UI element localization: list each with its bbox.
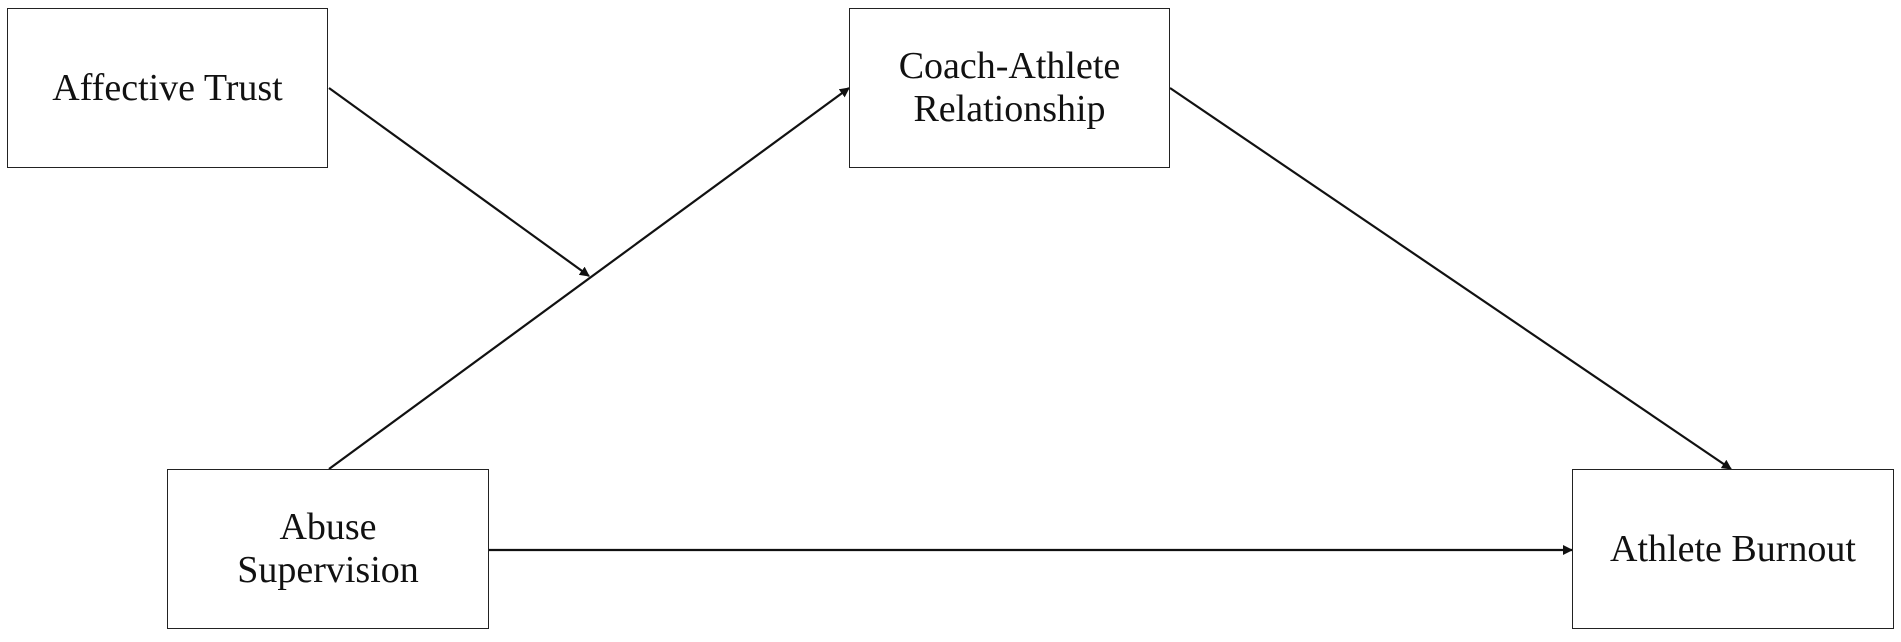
arrow-abuse-to-coach: [328, 87, 850, 470]
arrow-trust-moderation: [328, 87, 590, 277]
node-label: Athlete Burnout: [1610, 527, 1856, 570]
node-abuse-supervision: Abuse Supervision: [167, 469, 489, 629]
node-label: Coach-Athlete Relationship: [898, 45, 1121, 130]
node-label: Affective Trust: [52, 66, 283, 109]
node-coach-athlete-relationship: Coach-Athlete Relationship: [849, 8, 1170, 168]
node-label: Abuse Supervision: [237, 506, 419, 591]
node-affective-trust: Affective Trust: [7, 8, 328, 168]
node-athlete-burnout: Athlete Burnout: [1572, 469, 1894, 629]
arrow-coach-to-burnout: [1169, 87, 1732, 470]
